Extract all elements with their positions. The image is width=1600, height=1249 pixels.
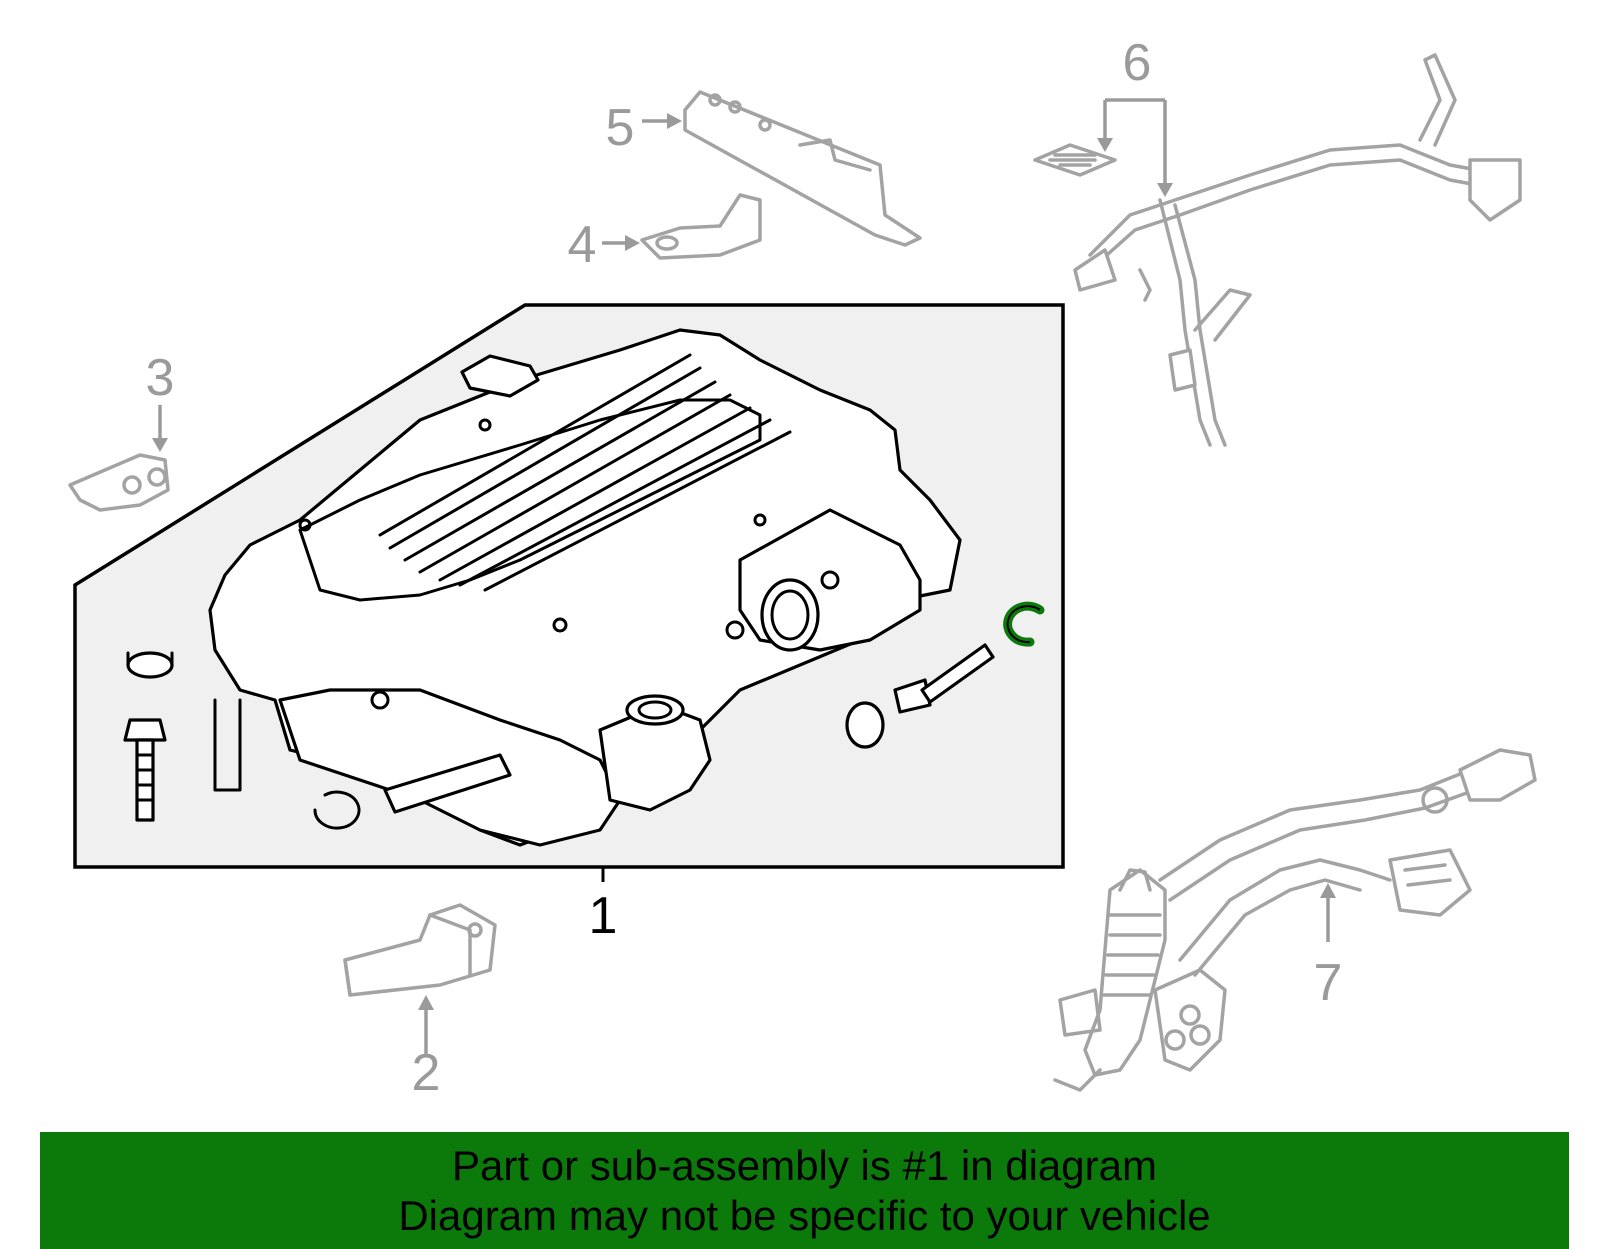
callout-6-label: 6 xyxy=(1123,34,1152,92)
part-6-harness: 6 xyxy=(1033,34,1522,447)
clip-left xyxy=(313,790,361,830)
part-4-bracket: 4 xyxy=(568,193,762,274)
main-assembly-group: 1 xyxy=(73,303,1065,945)
inverter-unit xyxy=(208,328,962,847)
callout-3-label: 3 xyxy=(146,349,175,407)
part-3-bracket: 3 xyxy=(68,349,175,512)
callout-7-label: 7 xyxy=(1314,954,1343,1012)
part-7-harness: 7 xyxy=(1053,748,1537,1092)
bolt-left xyxy=(123,718,167,742)
notice-line-1: Part or sub-assembly is #1 in diagram xyxy=(452,1142,1157,1189)
callout-2-label: 2 xyxy=(412,1044,441,1102)
part-2-bracket: 2 xyxy=(343,903,497,1102)
callout-5-label: 5 xyxy=(606,99,635,157)
part-5-bracket: 5 xyxy=(606,90,922,247)
cap-right xyxy=(845,701,885,749)
notice-line-2: Diagram may not be specific to your vehi… xyxy=(398,1192,1211,1239)
callout-1-label: 1 xyxy=(589,887,618,945)
bolt-right xyxy=(893,678,932,714)
cap-left xyxy=(126,651,174,679)
callout-4-label: 4 xyxy=(568,216,597,274)
notice-banner: Part or sub-assembly is #1 in diagram Di… xyxy=(40,1132,1569,1249)
hardware-items xyxy=(123,601,1045,830)
